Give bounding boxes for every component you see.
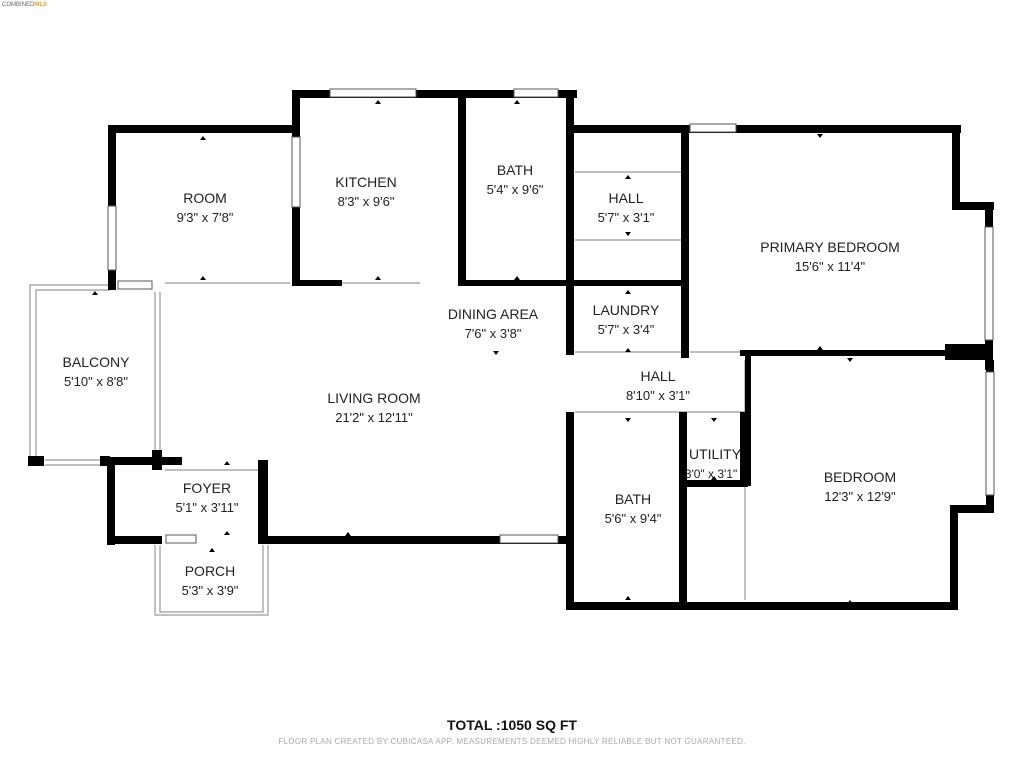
porch-dims: 5'3" x 3'9"	[182, 583, 239, 598]
disclaimer: FLOOR PLAN CREATED BY CUBICASA APP. MEAS…	[278, 737, 746, 746]
porch-name: PORCH	[185, 563, 236, 579]
laundry-name: LAUNDRY	[593, 302, 660, 318]
kitchen-dims: 8'3" x 9'6"	[338, 194, 395, 209]
bedroom-dims: 12'3" x 12'9"	[824, 489, 896, 504]
dining-area-name: DINING AREA	[448, 306, 539, 322]
total-area: TOTAL :1050 SQ FT	[447, 717, 577, 733]
room-name: ROOM	[183, 190, 227, 206]
hall-lower-dims: 8'10" x 3'1"	[626, 388, 690, 403]
utility-name: UTILITY	[689, 446, 742, 462]
room-dims: 9'3" x 7'8"	[177, 210, 234, 225]
mls-watermark: COMBINEDMLS	[2, 2, 48, 8]
balcony-name: BALCONY	[63, 354, 131, 370]
hall-upper-name: HALL	[608, 190, 643, 206]
wall-markers	[92, 100, 853, 604]
bath-lower-name: BATH	[615, 491, 651, 507]
bath-upper-dims: 5'4" x 9'6"	[487, 182, 544, 197]
dining-area-dims: 7'6" x 3'8"	[465, 326, 522, 341]
kitchen-name: KITCHEN	[335, 174, 396, 190]
hall-lower-name: HALL	[640, 368, 675, 384]
living-room-name: LIVING ROOM	[327, 390, 420, 406]
windows	[107, 88, 995, 544]
bath-lower-dims: 5'6" x 9'4"	[605, 511, 662, 526]
hall-upper-dims: 5'7" x 3'1"	[598, 210, 655, 225]
bedroom-name: BEDROOM	[824, 469, 896, 485]
bath-upper-name: BATH	[497, 162, 533, 178]
balcony-dims: 5'10" x 8'8"	[64, 374, 128, 389]
utility-dims: 3'0" x 3'1"	[685, 467, 737, 481]
foyer-name: FOYER	[183, 480, 231, 496]
primary-bedroom-dims: 15'6" x 11'4"	[795, 259, 866, 274]
foyer-dims: 5'1" x 3'11"	[175, 500, 238, 515]
primary-bedroom-name: PRIMARY BEDROOM	[760, 239, 900, 255]
thin-outlines	[29, 171, 746, 616]
living-room-dims: 21'2" x 12'11"	[335, 410, 413, 425]
laundry-dims: 5'7" x 3'4"	[598, 322, 655, 337]
room-labels: ROOM 9'3" x 7'8" KITCHEN 8'3" x 9'6" BAT…	[63, 162, 900, 598]
